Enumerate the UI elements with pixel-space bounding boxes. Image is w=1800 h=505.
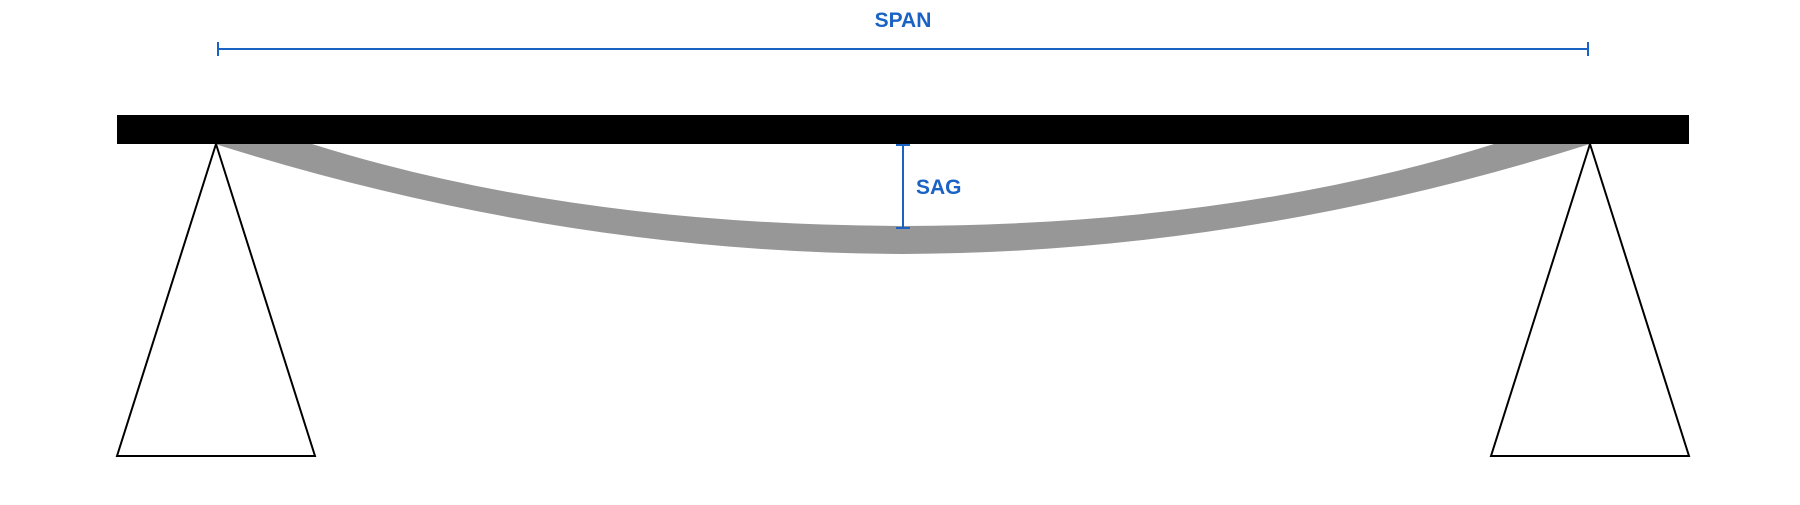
left-support	[115, 140, 317, 457]
right-support	[1489, 140, 1691, 457]
deflected-beam	[215, 144, 1590, 254]
straight-beam	[117, 115, 1689, 144]
span-dimension	[217, 42, 1589, 56]
sag-dimension	[896, 144, 910, 229]
span-label: SPAN	[875, 9, 932, 32]
sag-label: SAG	[916, 176, 962, 199]
